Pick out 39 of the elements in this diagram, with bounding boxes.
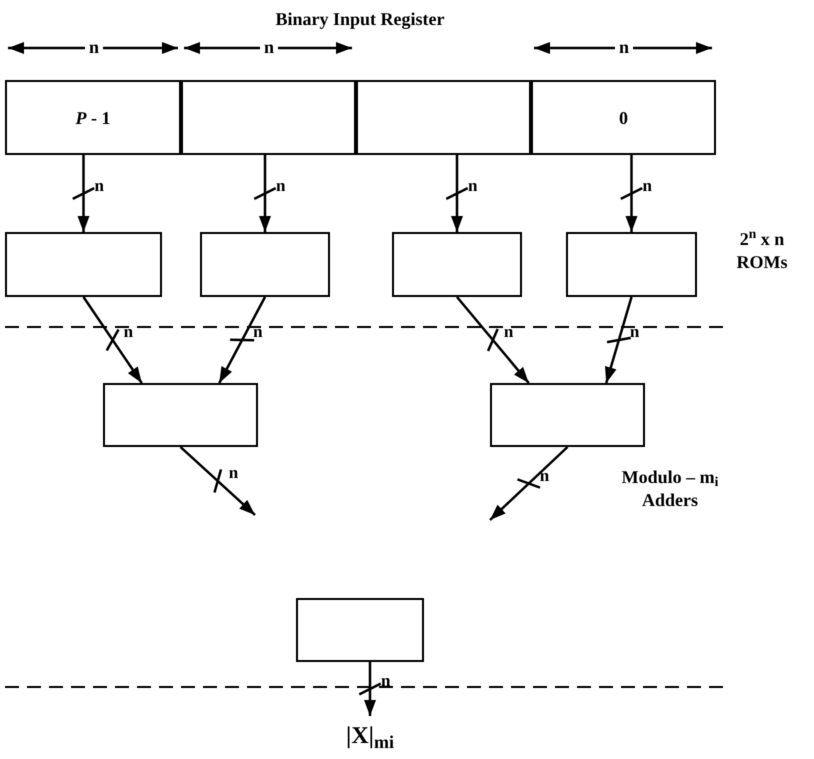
- diagram-title: Binary Input Register: [274, 8, 446, 31]
- edge-label: n: [94, 176, 104, 194]
- arrow: [605, 296, 633, 384]
- edge-label: n: [276, 176, 286, 194]
- block-box: [566, 232, 697, 297]
- edge-label: n: [228, 464, 238, 481]
- block-box: [490, 383, 645, 447]
- cell-text: 0: [619, 108, 628, 126]
- arrow: [82, 296, 143, 384]
- annotation-label: Modulo – m$_{i}$ Adders: [620, 466, 720, 511]
- register-cell: [5, 80, 181, 155]
- block-box: [200, 232, 330, 297]
- arrow: [451, 155, 463, 232]
- edge-label: n: [253, 323, 263, 340]
- arrow: [180, 446, 256, 516]
- cell-text: |X|$_{mi}$: [345, 724, 395, 748]
- cell-text: P - 1: [76, 108, 110, 126]
- block-box: [5, 232, 162, 297]
- edge-label: n: [124, 323, 134, 340]
- block-box: [103, 383, 258, 447]
- arrow: [626, 155, 638, 232]
- edge-label: n: [540, 466, 550, 484]
- arrow: [259, 155, 271, 232]
- register-cell: [531, 80, 716, 155]
- arrow: [364, 662, 376, 716]
- block-box: [181, 80, 356, 155]
- arrow: [489, 446, 568, 521]
- annotation-label: 2$^{n}$ x n ROMs: [736, 228, 788, 273]
- block-box: [392, 232, 522, 297]
- block-box: [296, 598, 424, 662]
- edge-label: n: [504, 323, 514, 340]
- arrow: [78, 155, 90, 232]
- arrow: [456, 296, 530, 384]
- edge-label: n: [630, 323, 640, 340]
- arrow: [218, 296, 266, 384]
- block-box: [356, 80, 531, 155]
- edge-label: n: [381, 672, 390, 689]
- edge-label: n: [468, 176, 478, 194]
- edge-label: n: [642, 176, 652, 194]
